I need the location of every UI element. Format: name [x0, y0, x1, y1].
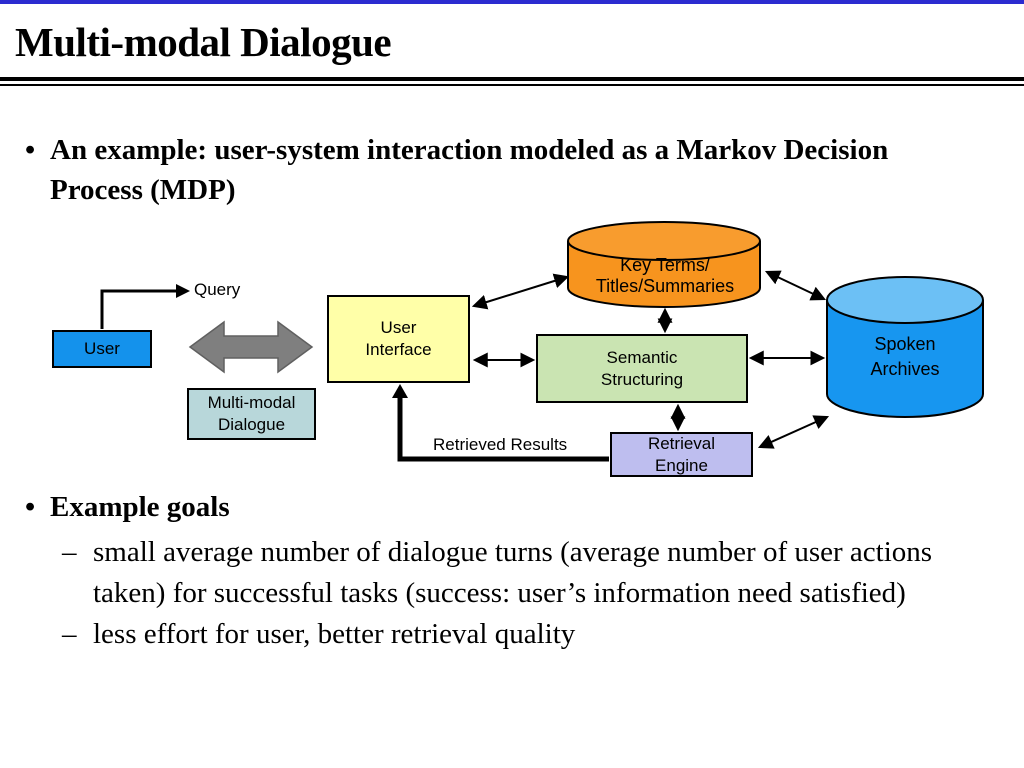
arrow-retrieval-spoken	[757, 415, 830, 449]
spoken-archives-cylinder-top	[826, 276, 984, 324]
arrow-keyterms-spoken	[764, 270, 827, 301]
bullet-dot: •	[25, 134, 36, 166]
user-box: User	[52, 330, 152, 368]
goals-heading-text: Example goals	[50, 491, 230, 523]
dash-marker: –	[62, 618, 77, 650]
bullet-goals-heading: • Example goals	[25, 487, 230, 527]
page-title: Multi-modal Dialogue	[15, 19, 392, 65]
arrow-ui-keyterms	[471, 273, 570, 310]
retrieval-engine-box: Retrieval Engine	[610, 432, 753, 477]
semantic-structuring-label: Semantic Structuring	[600, 347, 684, 389]
title-rule-thin	[0, 84, 1024, 86]
multimodal-dialogue-box: Multi-modal Dialogue	[187, 388, 316, 440]
goal-item-2: – less effort for user, better retrieval…	[62, 614, 978, 655]
retrieved-results-label: Retrieved Results	[433, 435, 568, 454]
bullet-intro-text: An example: user-system interaction mode…	[50, 134, 889, 206]
user-interface-label: User Interface	[365, 318, 432, 359]
query-arrow	[100, 284, 190, 329]
goal-1-text: small average number of dialogue turns (…	[93, 536, 933, 609]
dash-marker: –	[62, 536, 77, 568]
user-box-label: User	[84, 339, 120, 358]
user-channel-double-arrow	[188, 320, 314, 374]
goals-list: – small average number of dialogue turns…	[62, 532, 978, 655]
spoken-archives-label: Spoken Archives	[870, 334, 940, 379]
goal-item-1: – small average number of dialogue turns…	[62, 532, 978, 614]
top-border-line	[0, 0, 1024, 4]
semantic-structuring-box: Semantic Structuring	[536, 334, 748, 403]
multimodal-dialogue-label: Multi-modal Dialogue	[207, 393, 296, 434]
title-rule-thick	[0, 77, 1024, 81]
retrieval-engine-label: Retrieval Engine	[647, 433, 716, 475]
query-label: Query	[194, 280, 241, 299]
goal-2-text: less effort for user, better retrieval q…	[93, 618, 576, 650]
user-interface-box: User Interface	[327, 295, 470, 383]
bullet-intro: • An example: user-system interaction mo…	[25, 130, 910, 210]
key-terms-label: Key Terms/ Titles/Summaries	[595, 255, 735, 296]
bullet-dot: •	[25, 491, 36, 523]
